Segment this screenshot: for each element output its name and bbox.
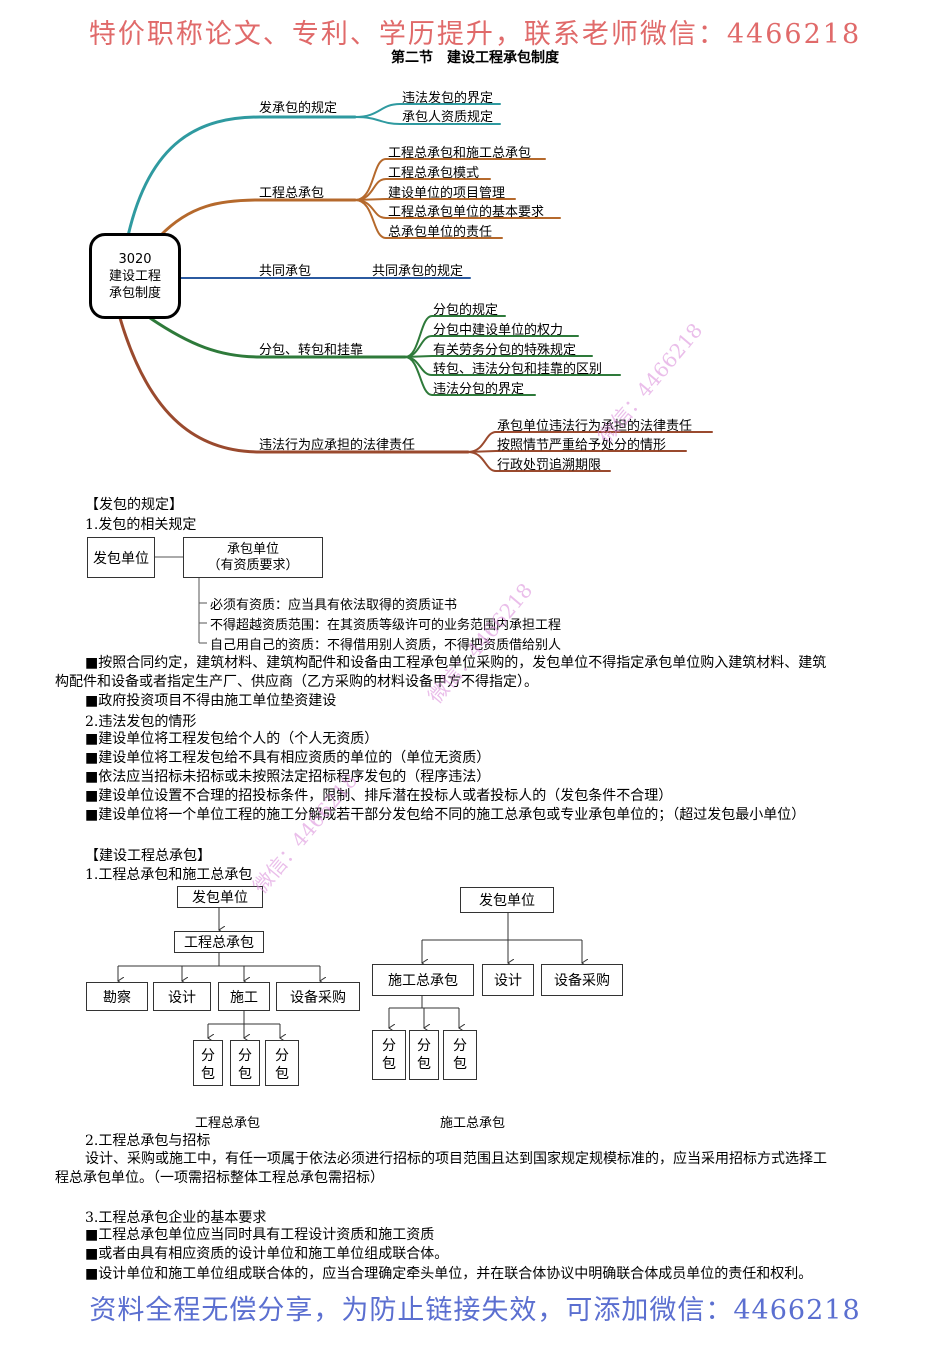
branch-label: 发承包的规定 — [259, 101, 338, 116]
section-heading: 【建设工程总承包】 — [85, 848, 211, 864]
leaf-label: 工程总承包单位的基本要求 — [388, 205, 545, 220]
bottom-banner: 资料全程无偿分享，为防止链接失效，可添加微信：4466218 — [89, 1295, 861, 1326]
org-node-subcontract: 分包 — [409, 1030, 439, 1080]
leaf-label: 行政处罚追溯期限 — [497, 458, 602, 473]
section-heading: 【发包的规定】 — [85, 497, 183, 513]
leaf-label: 建设单位的项目管理 — [388, 186, 506, 201]
subsection-title: 3.工程总承包企业的基本要求 — [85, 1210, 267, 1226]
top-banner: 特价职称论文、专利、学历提升，联系老师微信：4466218 — [88, 19, 862, 50]
center-code: 3020 — [118, 252, 152, 267]
leaf-label: 分包的规定 — [433, 303, 499, 318]
bullet-item: ■建设单位将工程发包给不具有相应资质的单位的（单位无资质） — [85, 750, 491, 766]
subcontract-label: 分包 — [201, 1048, 215, 1082]
leaf-label: 工程总承包模式 — [388, 166, 480, 181]
org-chart-lines — [0, 908, 950, 1100]
subcontract-label: 分包 — [275, 1048, 289, 1082]
requirement-item: 自己用自己的资质：不得借用别人资质，不得把资质借给别人 — [210, 638, 562, 653]
bullet-item: ■建设单位设置不合理的招投标条件，限制、排斥潜在投标人或者投标人的（发包条件不合… — [85, 788, 673, 804]
org-node-construction-contractor: 施工总承包 — [372, 964, 474, 996]
leaf-label: 总承包单位的责任 — [388, 225, 493, 240]
org-node-subcontract: 分包 — [372, 1030, 406, 1080]
branch-label: 共同承包 — [259, 264, 312, 279]
bullet-item: ■依法应当招标未招标或未按照法定招标程序发包的（程序违法） — [85, 769, 491, 785]
subcontract-label: 分包 — [453, 1038, 467, 1072]
org-node-equipment: 设备采购 — [541, 964, 623, 996]
org-node-survey: 勘察 — [86, 982, 148, 1011]
leaf-label: 有关劳务分包的特殊规定 — [433, 343, 577, 358]
org-node-equipment: 设备采购 — [276, 982, 360, 1011]
bullet-item: ■或者由具有相应资质的设计单位和施工单位组成联合体。 — [85, 1246, 449, 1262]
paragraph: 程总承包单位。（一项需招标整体工程总承包需招标） — [55, 1170, 384, 1186]
subsection-title: 2.工程总承包与招标 — [85, 1133, 211, 1149]
center-title-line1: 建设工程 — [108, 269, 161, 284]
diagram-caption: 施工总承包 — [440, 1116, 506, 1131]
branch-label: 违法行为应承担的法律责任 — [259, 438, 416, 453]
leaf-label: 承包人资质规定 — [402, 110, 494, 125]
org-node-subcontract: 分包 — [230, 1040, 260, 1086]
org-node-subcontract: 分包 — [193, 1040, 223, 1086]
contractor-box-note: （有资质要求） — [207, 557, 299, 573]
leaf-label: 分包中建设单位的权力 — [433, 323, 564, 338]
section-title: 第二节 建设工程承包制度 — [391, 50, 559, 66]
contractor-diagram-lines — [155, 556, 207, 644]
diagram-caption: 工程总承包 — [195, 1116, 261, 1131]
subsection-title: 1.工程总承包和施工总承包 — [85, 867, 253, 883]
paragraph: 构配件和设备或者指定生产厂、供应商（乙方采购的材料设备甲方不得指定）。 — [55, 674, 538, 690]
paragraph: ■按照合同约定，建筑材料、建筑构配件和设备由工程承包单位采购的，发包单位不得指定… — [85, 655, 827, 671]
leaf-label: 共同承包的规定 — [372, 264, 464, 279]
subcontract-label: 分包 — [238, 1048, 252, 1082]
branch-label: 工程总承包 — [259, 186, 325, 201]
org-node-subcontract: 分包 — [443, 1030, 477, 1080]
org-node-client: 发包单位 — [460, 887, 554, 913]
contractor-box-title: 承包单位 — [226, 541, 279, 557]
subcontract-label: 分包 — [382, 1038, 396, 1072]
mindmap-connectors — [118, 103, 713, 472]
subsection-title: 1.发包的相关规定 — [85, 517, 197, 533]
org-node-construction: 施工 — [218, 982, 270, 1011]
requirement-item: 不得超越资质范围：在其资质等级许可的业务范围内承担工程 — [210, 618, 562, 633]
leaf-label: 违法发包的界定 — [402, 91, 494, 106]
bullet-item: ■工程总承包单位应当同时具有工程设计资质和施工资质 — [85, 1227, 435, 1243]
leaf-label: 按照情节严重给予处分的情形 — [497, 438, 667, 453]
bullet-item: ■设计单位和施工单位组成联合体的，应当合理确定牵头单位，并在联合体协议中明确联合… — [85, 1266, 813, 1282]
leaf-label: 工程总承包和施工总承包 — [388, 146, 532, 161]
org-node-general-contractor: 工程总承包 — [174, 931, 264, 953]
leaf-label: 承包单位违法行为承担的法律责任 — [497, 419, 693, 434]
bullet-item: ■建设单位将工程发包给个人的（个人无资质） — [85, 731, 379, 747]
leaf-label: 违法分包的界定 — [433, 382, 525, 397]
paragraph: 设计、采购或施工中，有任一项属于依法必须进行招标的项目范围且达到国家规定规模标准… — [85, 1151, 827, 1167]
org-node-design: 设计 — [482, 964, 534, 996]
org-node-design: 设计 — [153, 982, 211, 1011]
paragraph: ■政府投资项目不得由施工单位垫资建设 — [85, 693, 337, 709]
client-box: 发包单位 — [87, 537, 155, 578]
center-title-line2: 承包制度 — [108, 286, 161, 301]
branch-label: 分包、转包和挂靠 — [259, 343, 364, 358]
bullet-item: ■建设单位将一个单位工程的施工分解成若干部分发包给不同的施工总承包或专业承包单位… — [85, 807, 806, 823]
leaf-label: 转包、违法分包和挂靠的区别 — [433, 362, 603, 377]
org-node-client: 发包单位 — [177, 886, 263, 908]
subcontract-label: 分包 — [417, 1038, 431, 1072]
contractor-box: 承包单位 （有资质要求） — [183, 537, 323, 578]
subsection-title: 2.违法发包的情形 — [85, 714, 197, 730]
org-node-subcontract: 分包 — [265, 1040, 299, 1086]
mindmap-center-node: 3020 建设工程 承包制度 — [89, 233, 181, 319]
requirement-item: 必须有资质：应当具有依法取得的资质证书 — [210, 598, 458, 613]
